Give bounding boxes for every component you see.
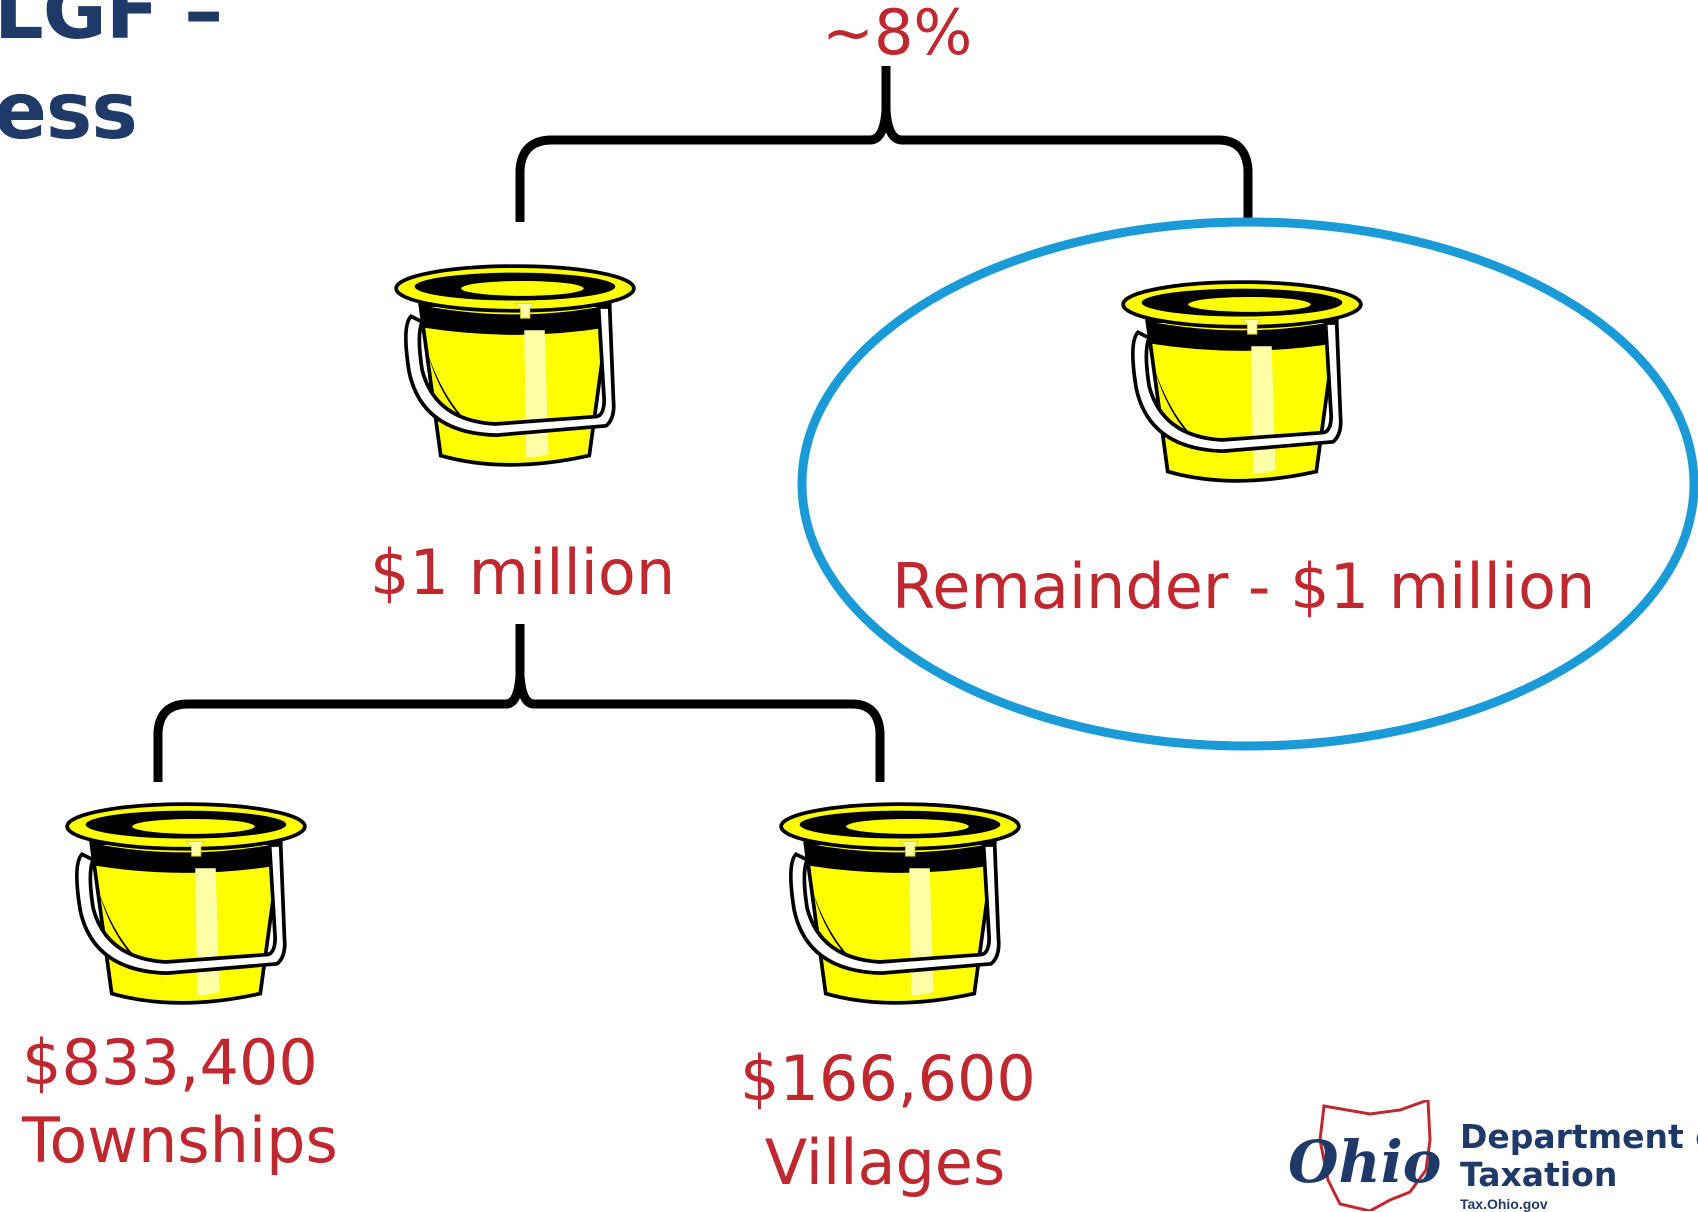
bucket-icon-townships xyxy=(65,802,307,1005)
ohio-state-outline-icon xyxy=(1318,1100,1432,1211)
left-bucket-label: $1 million xyxy=(370,536,676,609)
bucket-icon-right xyxy=(1121,280,1363,483)
remainder-highlight-ellipse xyxy=(797,217,1698,751)
ohio-script-text: Ohio xyxy=(1288,1128,1442,1196)
top-percent-label: ~8% xyxy=(822,0,973,69)
townships-amount: $833,400 xyxy=(22,1026,318,1099)
bottom-brace xyxy=(153,624,885,782)
logo-line-1: Department of xyxy=(1460,1117,1698,1156)
page-title: LGF – ess xyxy=(0,0,223,162)
logo-department-text: Department of Taxation xyxy=(1460,1118,1698,1194)
right-bucket-label: Remainder - $1 million xyxy=(892,550,1596,623)
logo-line-2: Taxation xyxy=(1460,1155,1618,1194)
bucket-icon-left xyxy=(394,264,636,467)
townships-label: Townships xyxy=(22,1104,338,1177)
title-line-2: ess xyxy=(0,67,138,157)
top-brace xyxy=(515,66,1253,222)
title-line-1: LGF – xyxy=(0,0,223,57)
bucket-icon-villages xyxy=(779,802,1021,1005)
logo-website: Tax.Ohio.gov xyxy=(1460,1196,1548,1212)
villages-label: Villages xyxy=(764,1126,1006,1199)
ohio-taxation-logo: Ohio Department of Taxation Tax.Ohio.gov xyxy=(1288,1100,1698,1212)
villages-amount: $166,600 xyxy=(740,1042,1036,1115)
